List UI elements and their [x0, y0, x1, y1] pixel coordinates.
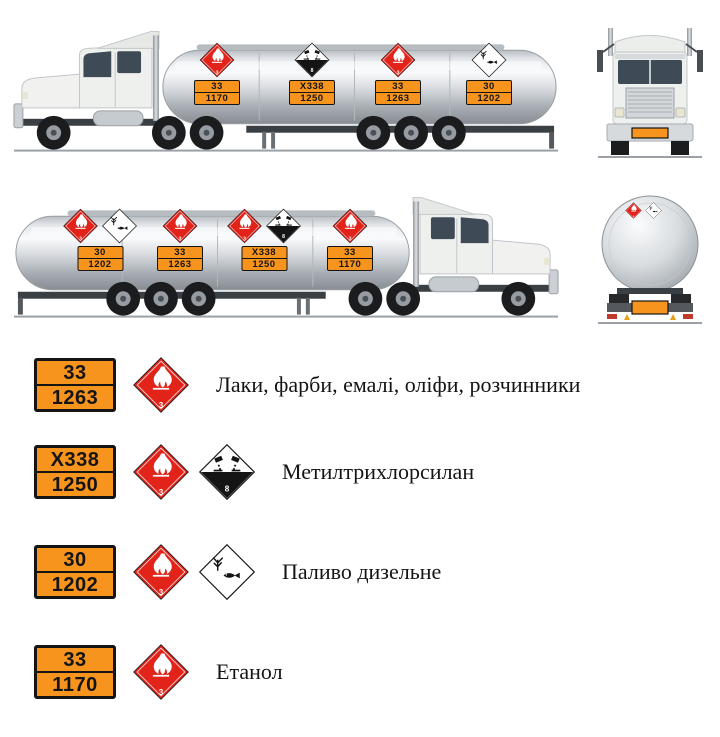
hazard-id: 30	[37, 548, 113, 573]
un-number: 1170	[338, 258, 362, 270]
truck-side-view-bottom: 30 1202 33 1263 X338 1250 33	[8, 186, 564, 331]
orange-plate: X338 1250	[241, 246, 287, 271]
orange-plate: 33 1263	[34, 358, 116, 412]
un-number: 1202	[51, 573, 99, 596]
hazard-id: X338	[242, 247, 286, 259]
un-number: 1250	[252, 258, 276, 270]
substance-label: Паливо дизельне	[282, 559, 442, 584]
orange-plate: 33 1170	[194, 80, 240, 105]
hazard-diamonds	[132, 443, 256, 501]
orange-plate: 30 1202	[77, 246, 123, 271]
hazard-diamonds	[132, 543, 256, 601]
orange-plate: 33 1170	[34, 645, 116, 699]
substance-label: Лаки, фарби, емалі, оліфи, розчинники	[216, 372, 581, 397]
un-number: 1202	[477, 92, 501, 104]
environment-diamond-icon	[102, 208, 137, 244]
flammable-diamond-icon	[133, 357, 189, 413]
un-number: 1263	[51, 386, 99, 409]
flammable-diamond-icon	[199, 42, 235, 78]
orange-plate: 30 1202	[34, 545, 116, 599]
placard-legend: 33 1263 Лаки, фарби, емалі, оліфи, розчи…	[34, 356, 700, 701]
orange-plate: 33 1263	[157, 246, 203, 271]
flammable-diamond-icon	[133, 544, 189, 600]
substance-label: Метилтрихлорсилан	[282, 459, 475, 484]
corrosive-diamond-icon	[294, 42, 330, 78]
hazard-diamonds	[132, 356, 190, 414]
legend-row: 33 1170 Етанол	[34, 643, 700, 701]
flammable-diamond-icon	[162, 208, 198, 244]
placard-group: 33 1170	[327, 208, 373, 271]
hazard-diamonds	[132, 643, 190, 701]
orange-plate: X338 1250	[289, 80, 335, 105]
hazard-id: 33	[158, 247, 202, 259]
flammable-diamond-icon	[133, 644, 189, 700]
flammable-diamond-icon	[227, 208, 262, 244]
hazard-id: 33	[37, 648, 113, 673]
placard-group: 30 1202	[466, 42, 512, 105]
legend-row: X338 1250 Метилтрихлорсилан	[34, 443, 700, 501]
flammable-diamond-icon	[63, 208, 98, 244]
flammable-diamond-icon	[133, 444, 189, 500]
corrosive-diamond-icon	[266, 208, 301, 244]
tanker-rear-view	[594, 186, 706, 331]
flammable-diamond-icon	[380, 42, 416, 78]
placard-group: 33 1263	[375, 42, 421, 105]
hazard-id: 30	[78, 247, 122, 259]
hazard-id: 33	[328, 247, 372, 259]
placard-group: 33 1263	[157, 208, 203, 271]
un-number: 1202	[88, 258, 112, 270]
un-number: 1263	[386, 92, 410, 104]
hazard-id: 33	[37, 361, 113, 386]
corrosive-diamond-icon	[199, 444, 255, 500]
hazard-id: 33	[376, 81, 420, 93]
un-number: 1250	[300, 92, 324, 104]
orange-plate: 30 1202	[466, 80, 512, 105]
orange-plate: 33 1263	[375, 80, 421, 105]
tanker-rear-illustration	[594, 186, 706, 331]
orange-plate: 33 1170	[327, 246, 373, 271]
orange-plate: X338 1250	[34, 445, 116, 499]
legend-row: 33 1263 Лаки, фарби, емалі, оліфи, розчи…	[34, 356, 700, 414]
placard-group: X338 1250	[289, 42, 335, 105]
flammable-diamond-icon	[332, 208, 368, 244]
un-number: 1170	[52, 673, 98, 696]
placard-group: 30 1202	[63, 208, 138, 271]
un-number: 1263	[168, 258, 192, 270]
un-number: 1170	[205, 92, 229, 104]
placard-group: 33 1170	[194, 42, 240, 105]
environment-diamond-icon	[471, 42, 507, 78]
truck-side-view-top: 33 1170 X338 1250 33 1263 30 1202	[8, 20, 564, 165]
hazard-id: 33	[195, 81, 239, 93]
environment-diamond-icon	[199, 544, 255, 600]
truck-front-illustration	[596, 27, 704, 159]
hazard-id: X338	[290, 81, 334, 93]
truck-front-view	[594, 20, 706, 165]
substance-label: Етанол	[216, 659, 283, 684]
hazard-id: 30	[467, 81, 511, 93]
legend-row: 30 1202 Паливо дизельне	[34, 543, 700, 601]
hazard-id: X338	[37, 448, 113, 473]
placard-group: X338 1250	[227, 208, 302, 271]
un-number: 1250	[51, 473, 99, 496]
